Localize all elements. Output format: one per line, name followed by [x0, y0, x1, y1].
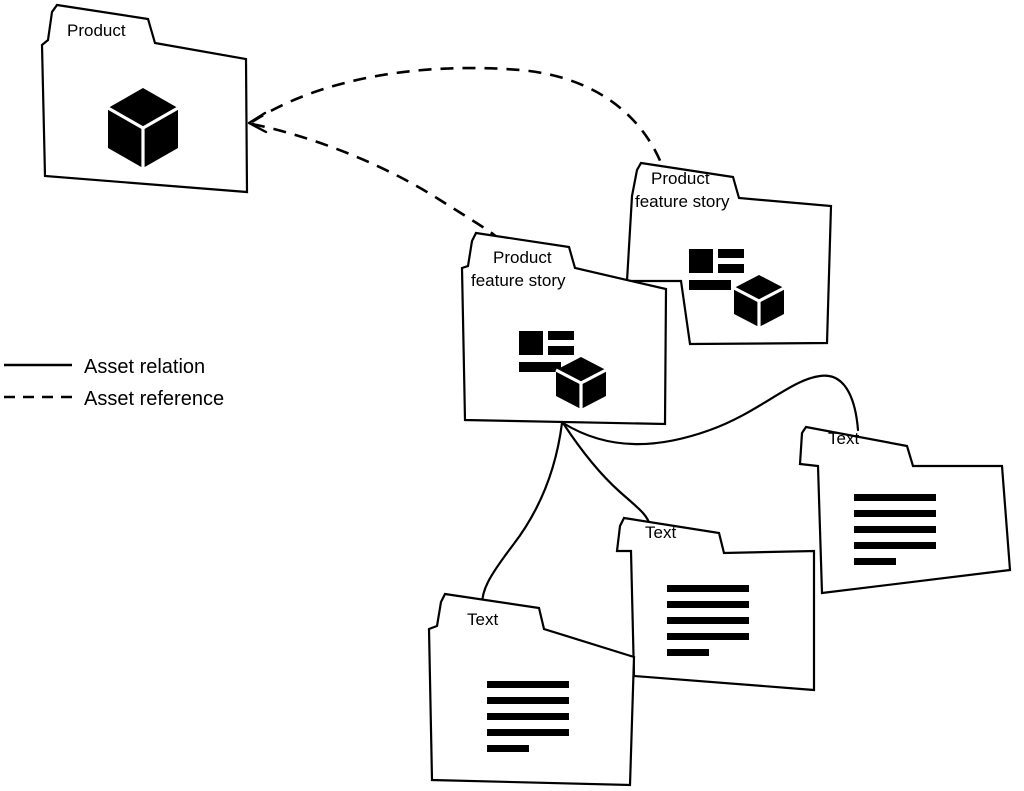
product-feature-story-icon: [519, 331, 607, 409]
edge-relation-to-text-left: [480, 421, 564, 607]
text-lines-icon: [854, 494, 936, 565]
edge-reference-front-to-product: [251, 122, 501, 241]
folder-shape: [460, 231, 668, 426]
node-label-line2: feature story: [471, 271, 566, 290]
node-label-line1: Product: [651, 169, 710, 188]
node-text-middle[interactable]: Text: [615, 516, 816, 692]
node-label-line1: Product: [493, 248, 552, 267]
node-text-left[interactable]: Text: [427, 592, 636, 787]
node-text-right[interactable]: Text: [798, 425, 1012, 595]
legend-item-asset-relation: Asset relation: [4, 356, 205, 378]
node-feature-story-front[interactable]: Product feature story: [460, 231, 668, 426]
edge-layer-dashed: [247, 66, 665, 241]
node-label: Text: [467, 610, 498, 629]
node-label: Text: [645, 523, 676, 542]
edge-relation-to-text-right: [561, 374, 860, 446]
text-lines-icon: [487, 681, 569, 752]
text-lines-icon: [667, 585, 749, 656]
folder-shape: [427, 592, 636, 787]
node-feature-story-back[interactable]: Product feature story: [625, 161, 833, 346]
legend-label-asset-relation: Asset relation: [84, 356, 205, 378]
legend-label-asset-reference: Asset reference: [84, 388, 224, 410]
arrowhead-product: [247, 111, 268, 134]
legend-item-asset-reference: Asset reference: [4, 388, 224, 410]
cube-icon: [107, 88, 179, 168]
node-product[interactable]: Product: [40, 3, 249, 194]
node-label: Product: [67, 21, 126, 40]
edge-layer-solid: [480, 374, 860, 607]
product-feature-story-icon: [689, 249, 785, 327]
edge-reference-back-to-product: [251, 66, 665, 169]
legend: Asset relation Asset reference: [4, 356, 224, 410]
edge-relation-to-text-middle: [561, 421, 652, 528]
node-label-line2: feature story: [635, 192, 730, 211]
node-label: Text: [828, 429, 859, 448]
